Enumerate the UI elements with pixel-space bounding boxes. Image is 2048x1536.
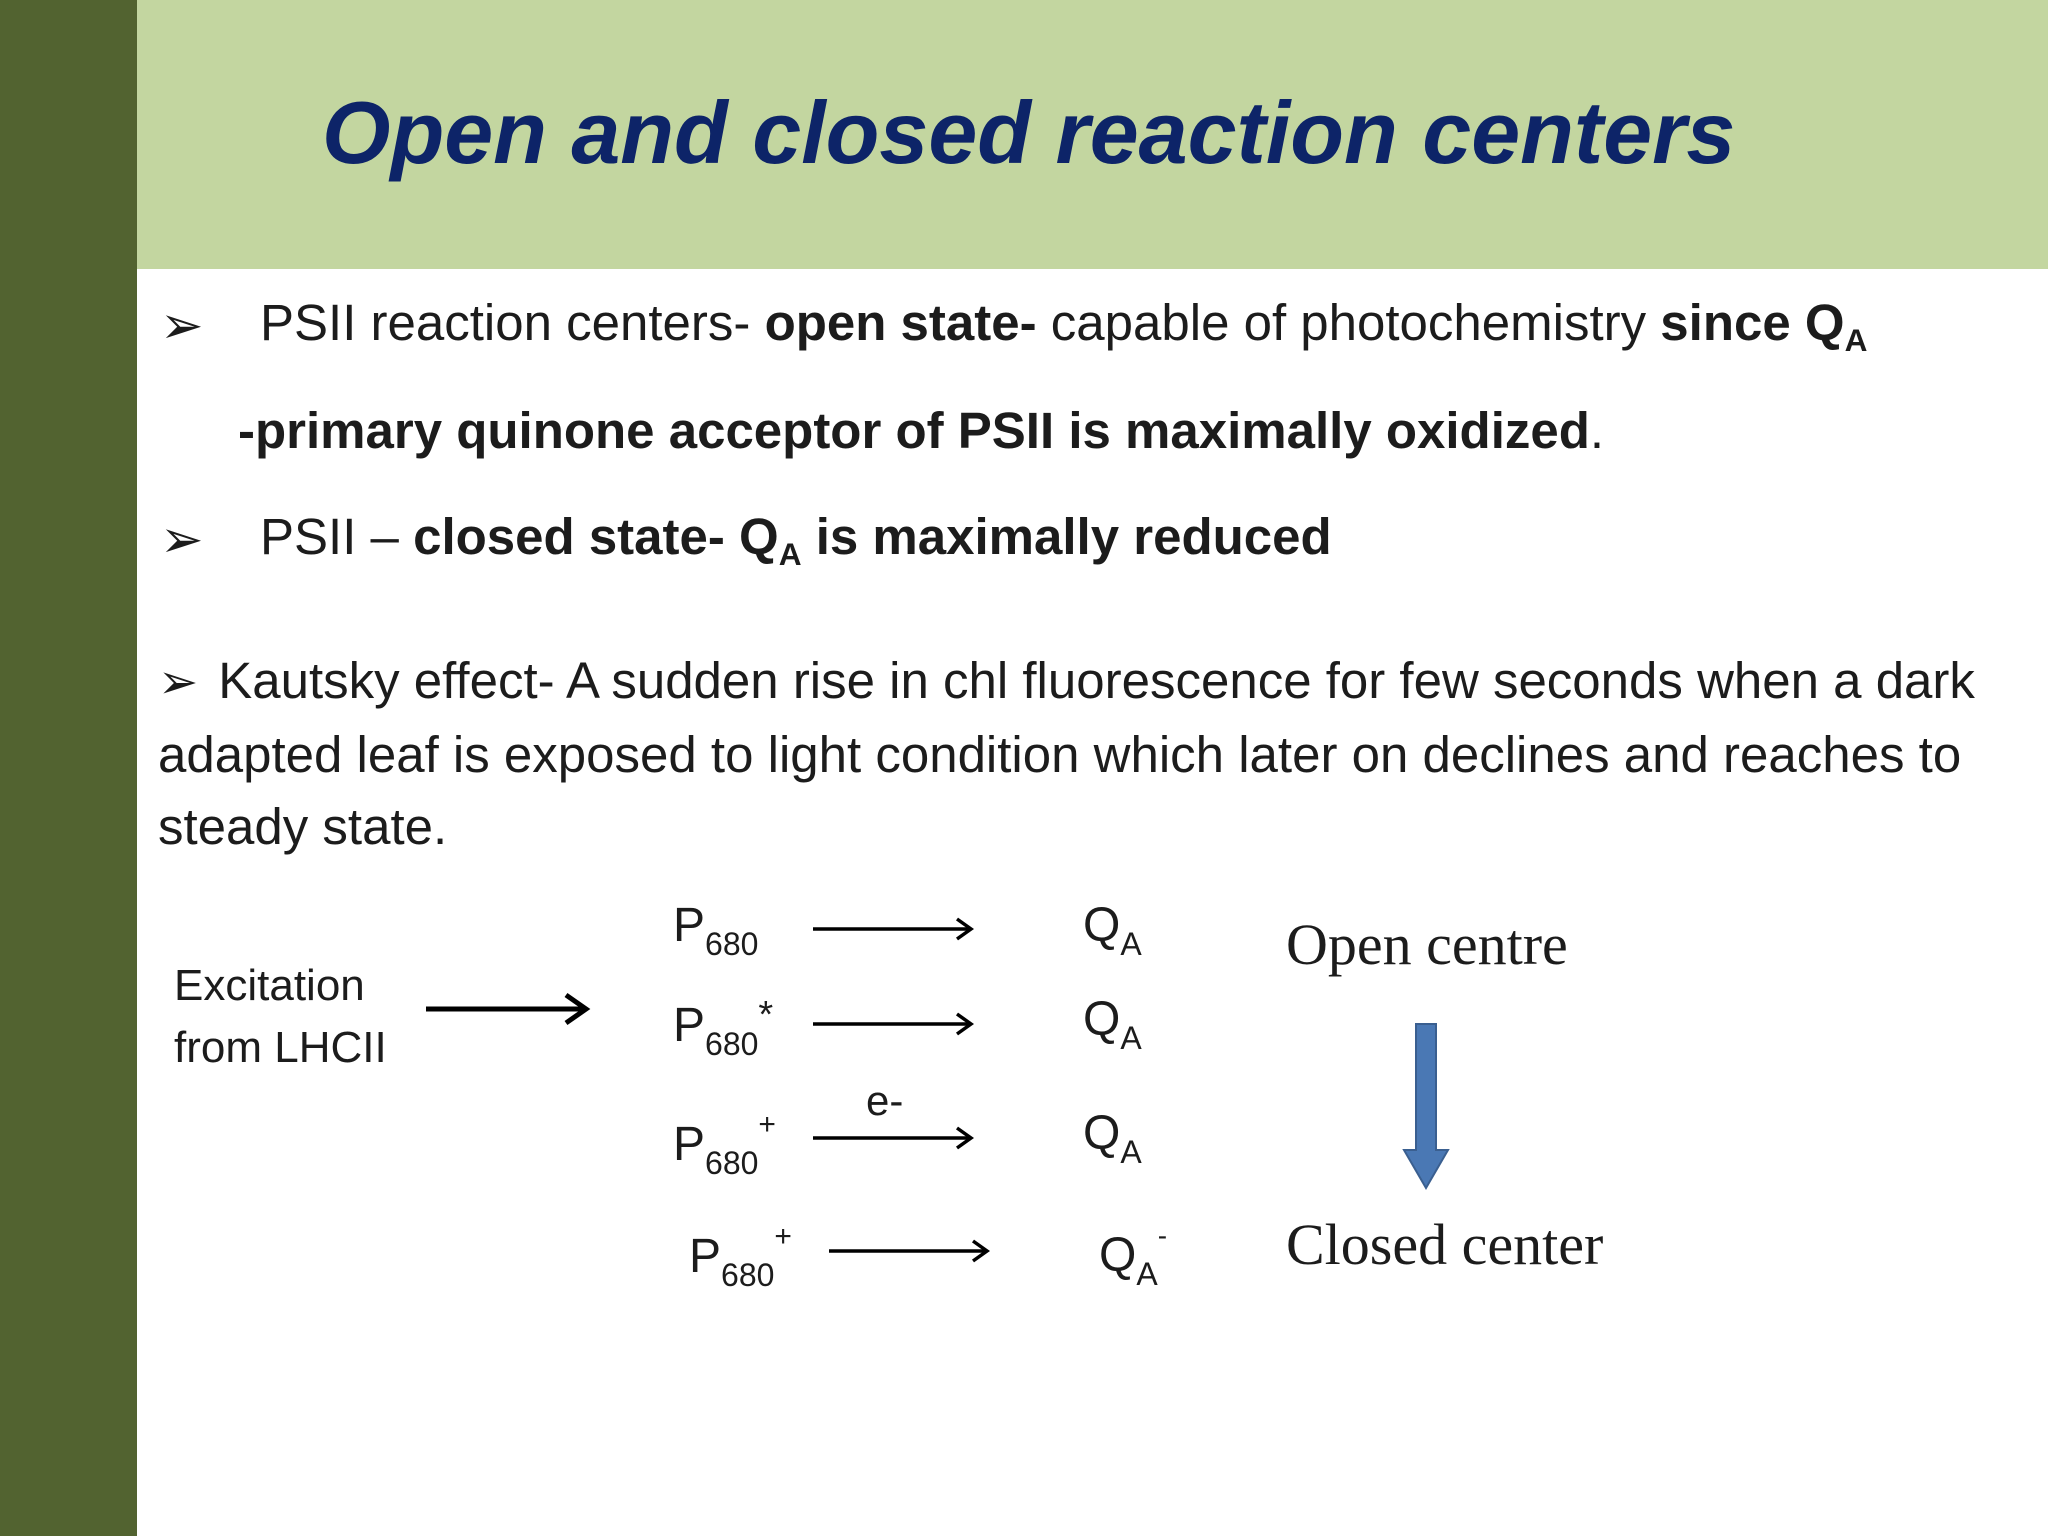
- p680-plus-row-4: P680+: [689, 1220, 792, 1293]
- electron-label: e-: [866, 1077, 904, 1124]
- bullet-2-closed-state: closed state- QA is maximally reduced: [413, 508, 1332, 573]
- excitation-label-2: from LHCII: [174, 1023, 387, 1072]
- arrow-row-1: [813, 917, 975, 941]
- p680-row-1: P680: [673, 899, 759, 962]
- p680-plus-row-3: P680+: [673, 1108, 776, 1181]
- bullet-2-line: PSII – closed state- QA is maximally red…: [260, 504, 1332, 575]
- bullet-3-paragraph: ➢Kautsky effect- A sudden rise in chl fl…: [158, 645, 1998, 863]
- bullet-2-text-1: PSII –: [260, 508, 414, 565]
- qa-row-1: QA: [1083, 899, 1142, 962]
- arrow-row-4: [829, 1239, 991, 1263]
- kautsky-effect-text: Kautsky effect- A sudden rise in chl flu…: [158, 652, 1975, 855]
- closed-center-label: Closed center: [1286, 1212, 1604, 1277]
- bullet-1-line-1: PSII reaction centers- open state- capab…: [260, 290, 1867, 361]
- qa-row-3: QA: [1083, 1107, 1142, 1170]
- bullet-arrow-icon: ➢: [160, 297, 204, 355]
- bullet-1-quinone-text: -primary quinone acceptor of PSII is max…: [238, 402, 1590, 459]
- arrow-row-3: [813, 1126, 975, 1150]
- bullet-1-open-state: open state-: [764, 294, 1037, 351]
- excitation-label-1: Excitation: [174, 961, 365, 1010]
- excitation-arrow: [426, 992, 591, 1026]
- slide-title: Open and closed reaction centers: [322, 83, 1736, 182]
- open-centre-label: Open centre: [1286, 912, 1568, 977]
- left-sidebar-band: [0, 0, 137, 1536]
- bullet-arrow-icon: ➢: [158, 656, 199, 709]
- p680-star-row-2: P680*: [673, 994, 774, 1062]
- bullet-1-text-1: PSII reaction centers-: [260, 294, 751, 351]
- title-banner: [137, 0, 2048, 269]
- qa-row-2: QA: [1083, 993, 1142, 1056]
- bullet-arrow-icon: ➢: [160, 511, 204, 569]
- bullet-1-line-2: -primary quinone acceptor of PSII is max…: [238, 402, 1605, 459]
- arrow-row-2: [813, 1012, 975, 1036]
- down-arrow-icon: [1402, 1023, 1450, 1190]
- bullet-1-since-q: since QA: [1660, 294, 1868, 359]
- bullet-1-text-3: capable of photochemistry: [1036, 294, 1661, 351]
- qa-minus-row-4: QA-: [1099, 1220, 1168, 1292]
